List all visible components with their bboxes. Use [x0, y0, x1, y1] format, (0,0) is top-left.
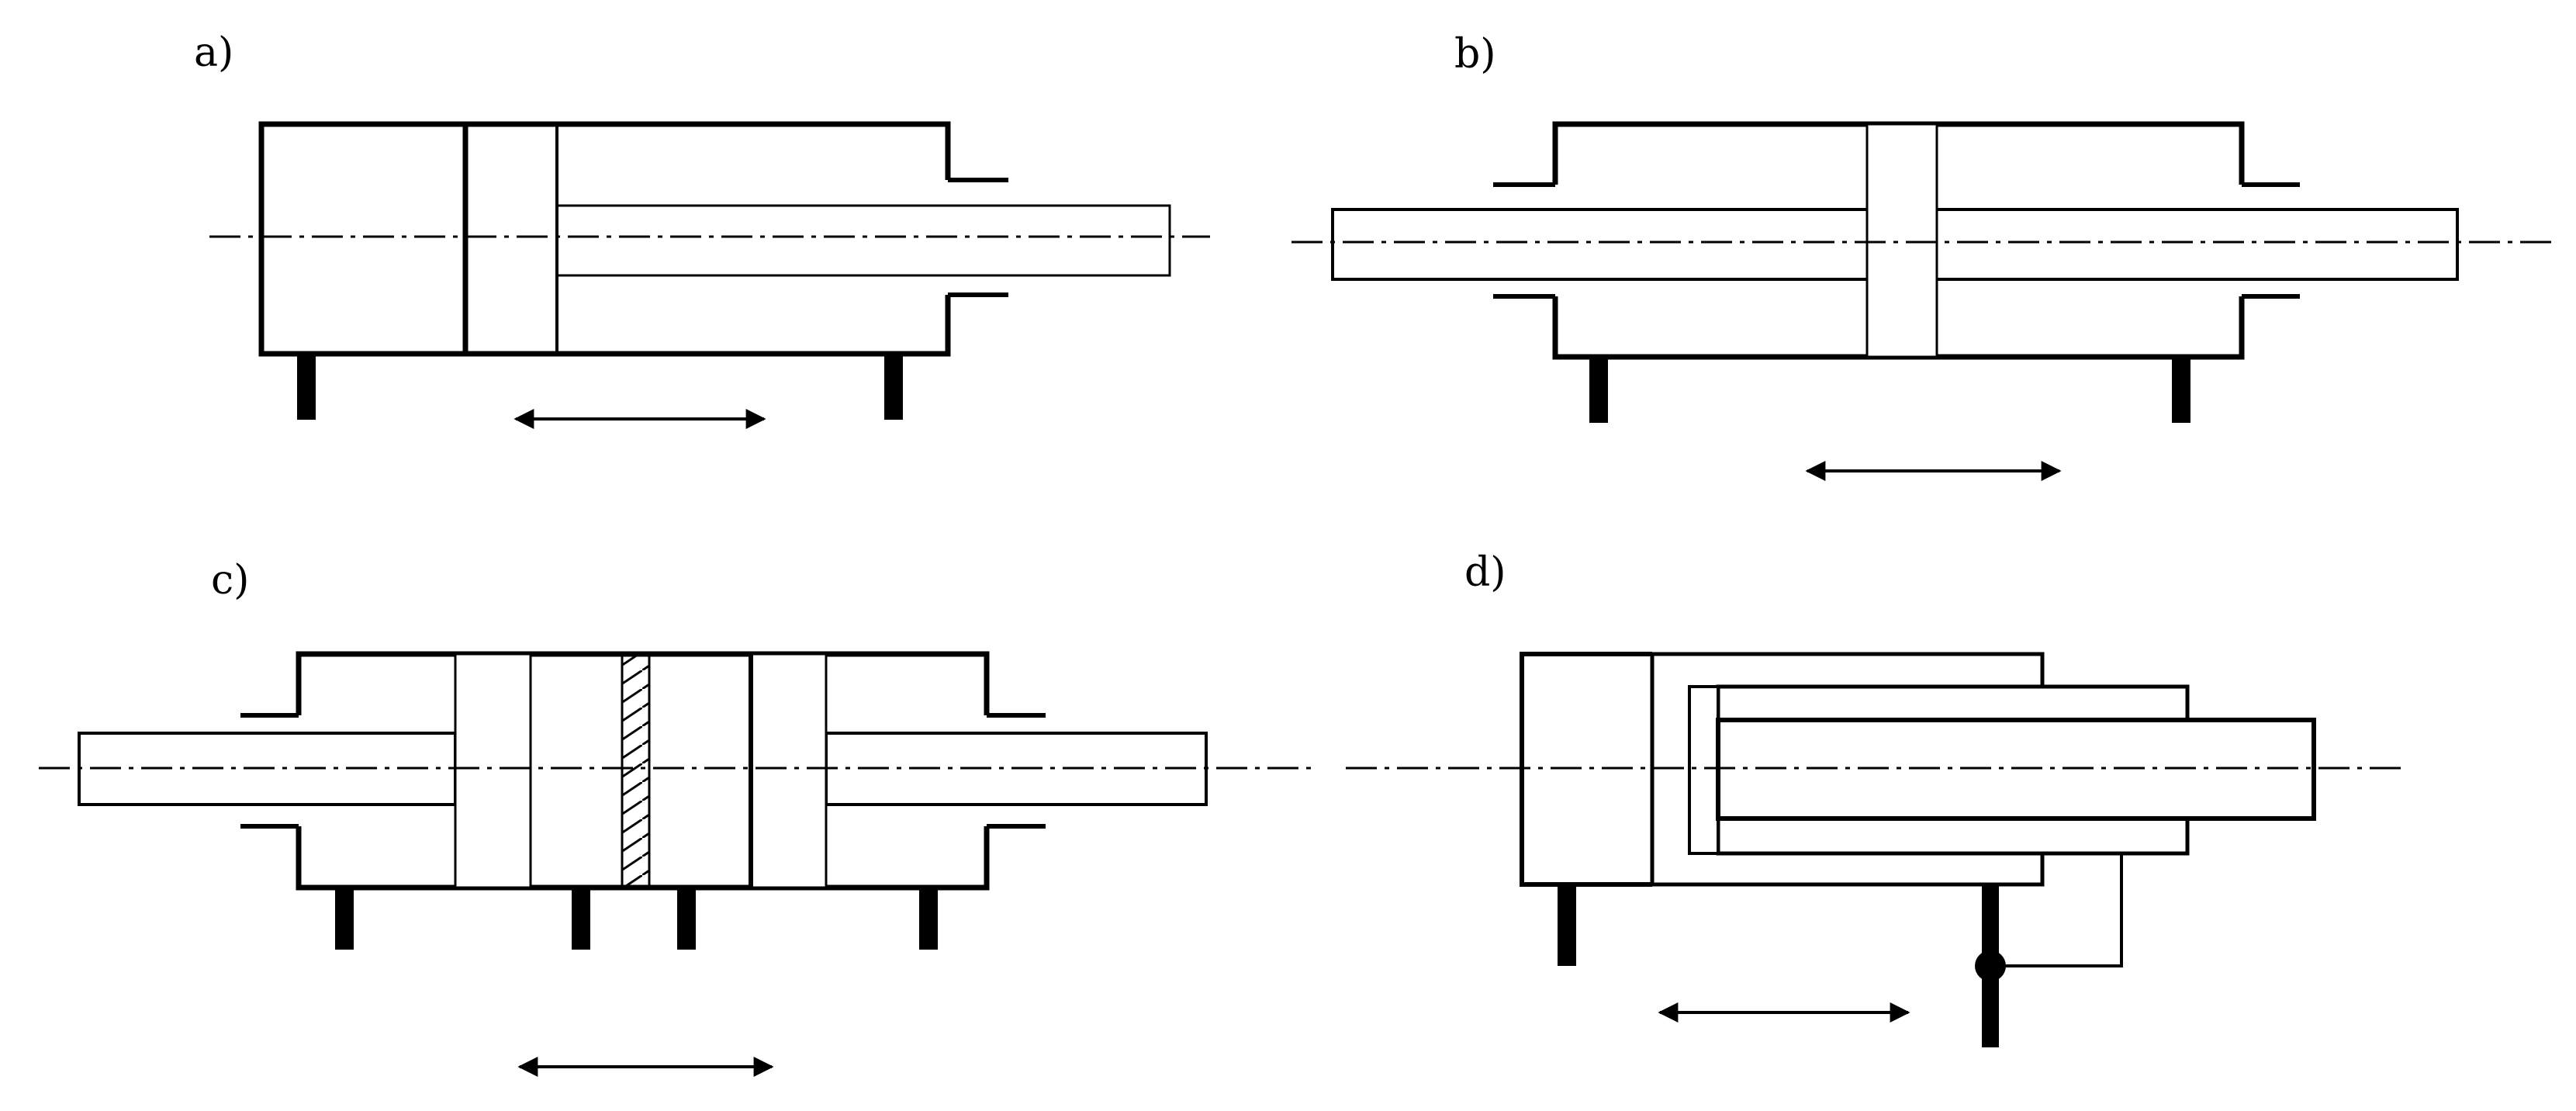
cylinder-a-foot-right [884, 354, 903, 420]
cylinder-a-rod [555, 204, 1171, 277]
cylinder-d-rod [1716, 718, 2316, 821]
panel-label-c: c) [211, 557, 250, 604]
cylinder-d-piston [1688, 685, 1720, 855]
cylinder-a-barrel [258, 121, 951, 357]
cylinder-c-foot-1 [335, 888, 354, 950]
cylinder-c-glands [240, 713, 1046, 829]
cylinder-c-foot-2 [572, 888, 590, 950]
cylinder-b-foot-left [1589, 357, 1608, 423]
cylinder-c-partition [621, 652, 651, 889]
cylinder-d-link [1990, 853, 2123, 967]
cylinder-a-foot-left [297, 354, 316, 420]
cylinder-b-glands [1493, 182, 2300, 299]
cylinder-c-foot-3 [677, 888, 696, 950]
cylinder-d-foot [1558, 884, 1576, 966]
cylinder-d [1346, 652, 2401, 1047]
cylinder-c-foot-4 [919, 888, 938, 950]
cylinder-c-piston-left [454, 652, 532, 889]
cylinder-c [39, 651, 1311, 1077]
panel-label-d: d) [1464, 549, 1506, 596]
cylinder-c-piston-right [749, 652, 828, 889]
cylinder-b-foot-right [2172, 357, 2190, 423]
panel-label-b: b) [1454, 31, 1496, 78]
cylinder-b [1291, 121, 2552, 481]
cylinder-a [209, 121, 1210, 429]
cylinder-b-piston [1865, 123, 1938, 358]
panel-label-a: a) [194, 29, 234, 76]
cylinder-a-piston [464, 123, 558, 355]
